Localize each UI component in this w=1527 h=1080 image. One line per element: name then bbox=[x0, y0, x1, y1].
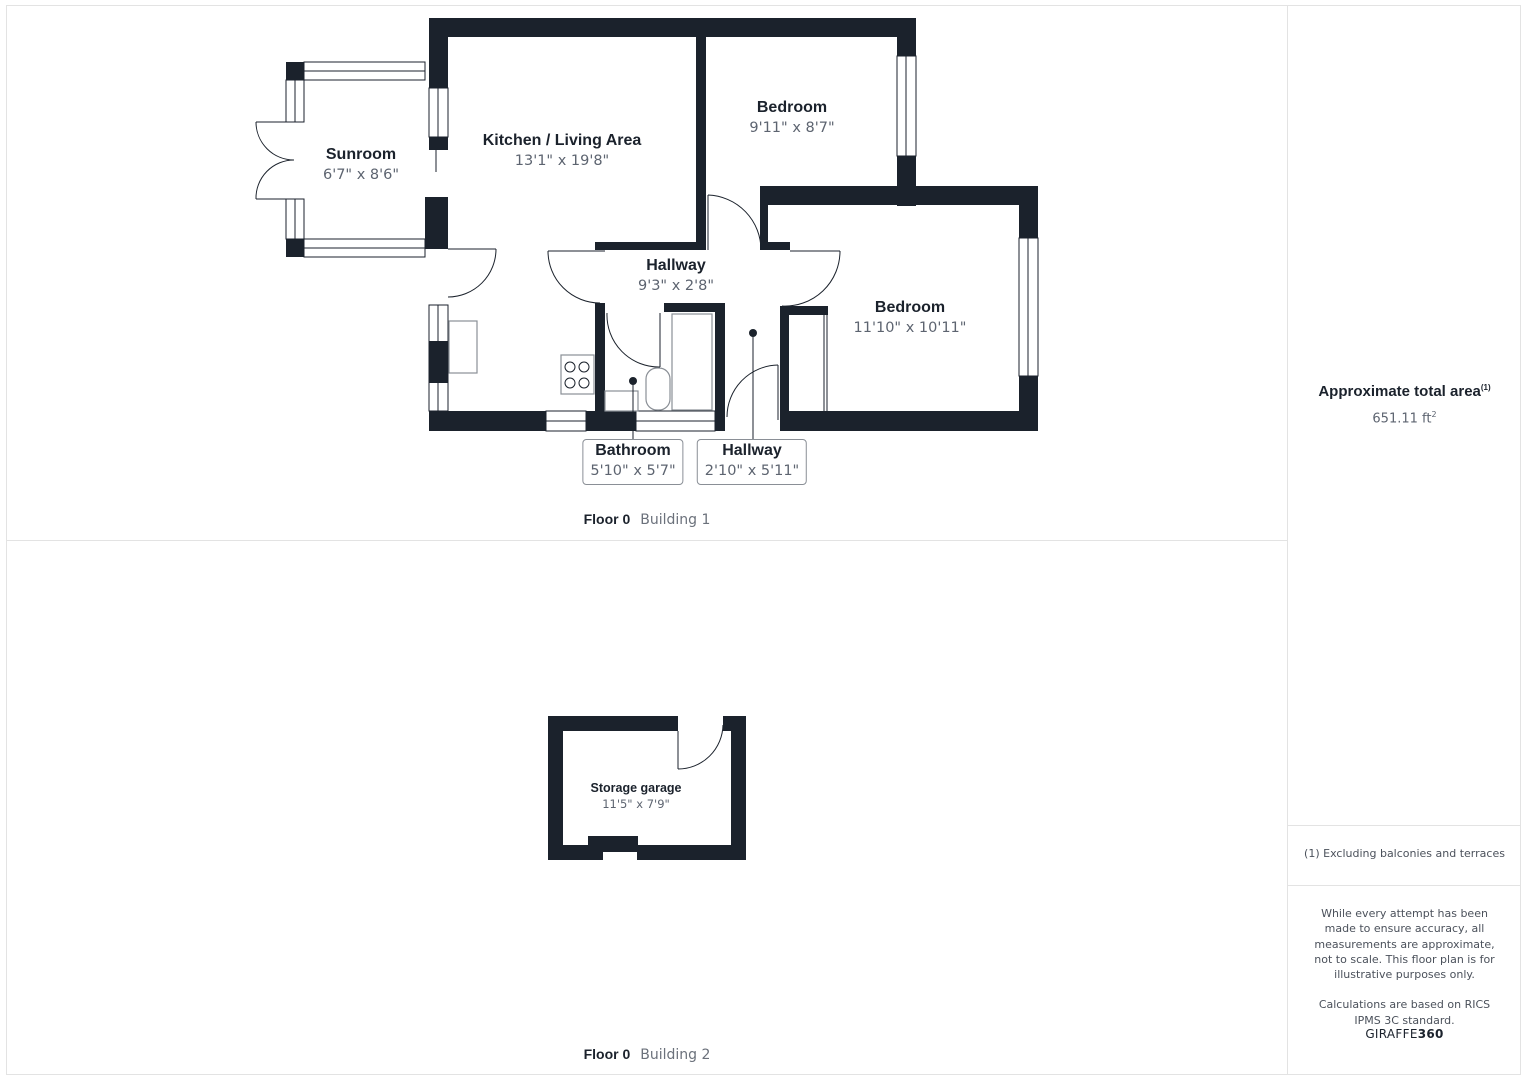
room-bedroom-2: Bedroom 11'10" x 10'11" bbox=[853, 299, 967, 336]
disclaimer-calculation: Calculations are based on RICS IPMS 3C s… bbox=[1318, 998, 1491, 1027]
disclaimer-accuracy: While every attempt has been made to ens… bbox=[1314, 907, 1495, 982]
basin-icon bbox=[604, 390, 639, 412]
room-hallway-1: Hallway 9'3" x 2'8" bbox=[637, 257, 715, 294]
room-kitchen-living-area: Kitchen / Living Area 13'1" x 19'8" bbox=[482, 132, 642, 169]
room-sunroom: Sunroom 6'7" x 8'6" bbox=[322, 146, 400, 183]
sidebar-divider bbox=[1287, 5, 1288, 1075]
bathtub-icon bbox=[671, 313, 713, 411]
sunroom-walls bbox=[255, 61, 426, 258]
fixtures bbox=[448, 313, 757, 440]
room-bedroom-1: Bedroom 9'11" x 8'7" bbox=[749, 99, 835, 136]
footnote-marker: (1) bbox=[1480, 383, 1491, 392]
building-1-walls bbox=[425, 18, 1039, 432]
doors bbox=[447, 194, 841, 420]
building-divider bbox=[6, 540, 1287, 541]
brand-logo: GIRAFFE360 bbox=[1365, 1027, 1444, 1041]
total-area-title: Approximate total area(1) bbox=[1318, 383, 1491, 400]
stove-icon bbox=[560, 354, 595, 395]
room-storage-garage: Storage garage 11'5" x 7'9" bbox=[590, 781, 682, 811]
sink-icon bbox=[448, 320, 478, 374]
disclaimer: While every attempt has been made to ens… bbox=[1288, 906, 1521, 1043]
sidebar-divider-top bbox=[1288, 825, 1521, 826]
area-footnote: (1) Excluding balconies and terraces bbox=[1304, 847, 1505, 860]
total-area-value: 651.11 ft2 bbox=[1372, 410, 1437, 427]
room-bathroom: Bathroom 5'10" x 5'7" bbox=[582, 439, 684, 485]
sidebar-divider-bottom bbox=[1288, 885, 1521, 886]
building-2-walls bbox=[548, 716, 746, 861]
room-hallway-2: Hallway 2'10" x 5'11" bbox=[696, 439, 808, 485]
toilet-icon bbox=[645, 367, 671, 411]
